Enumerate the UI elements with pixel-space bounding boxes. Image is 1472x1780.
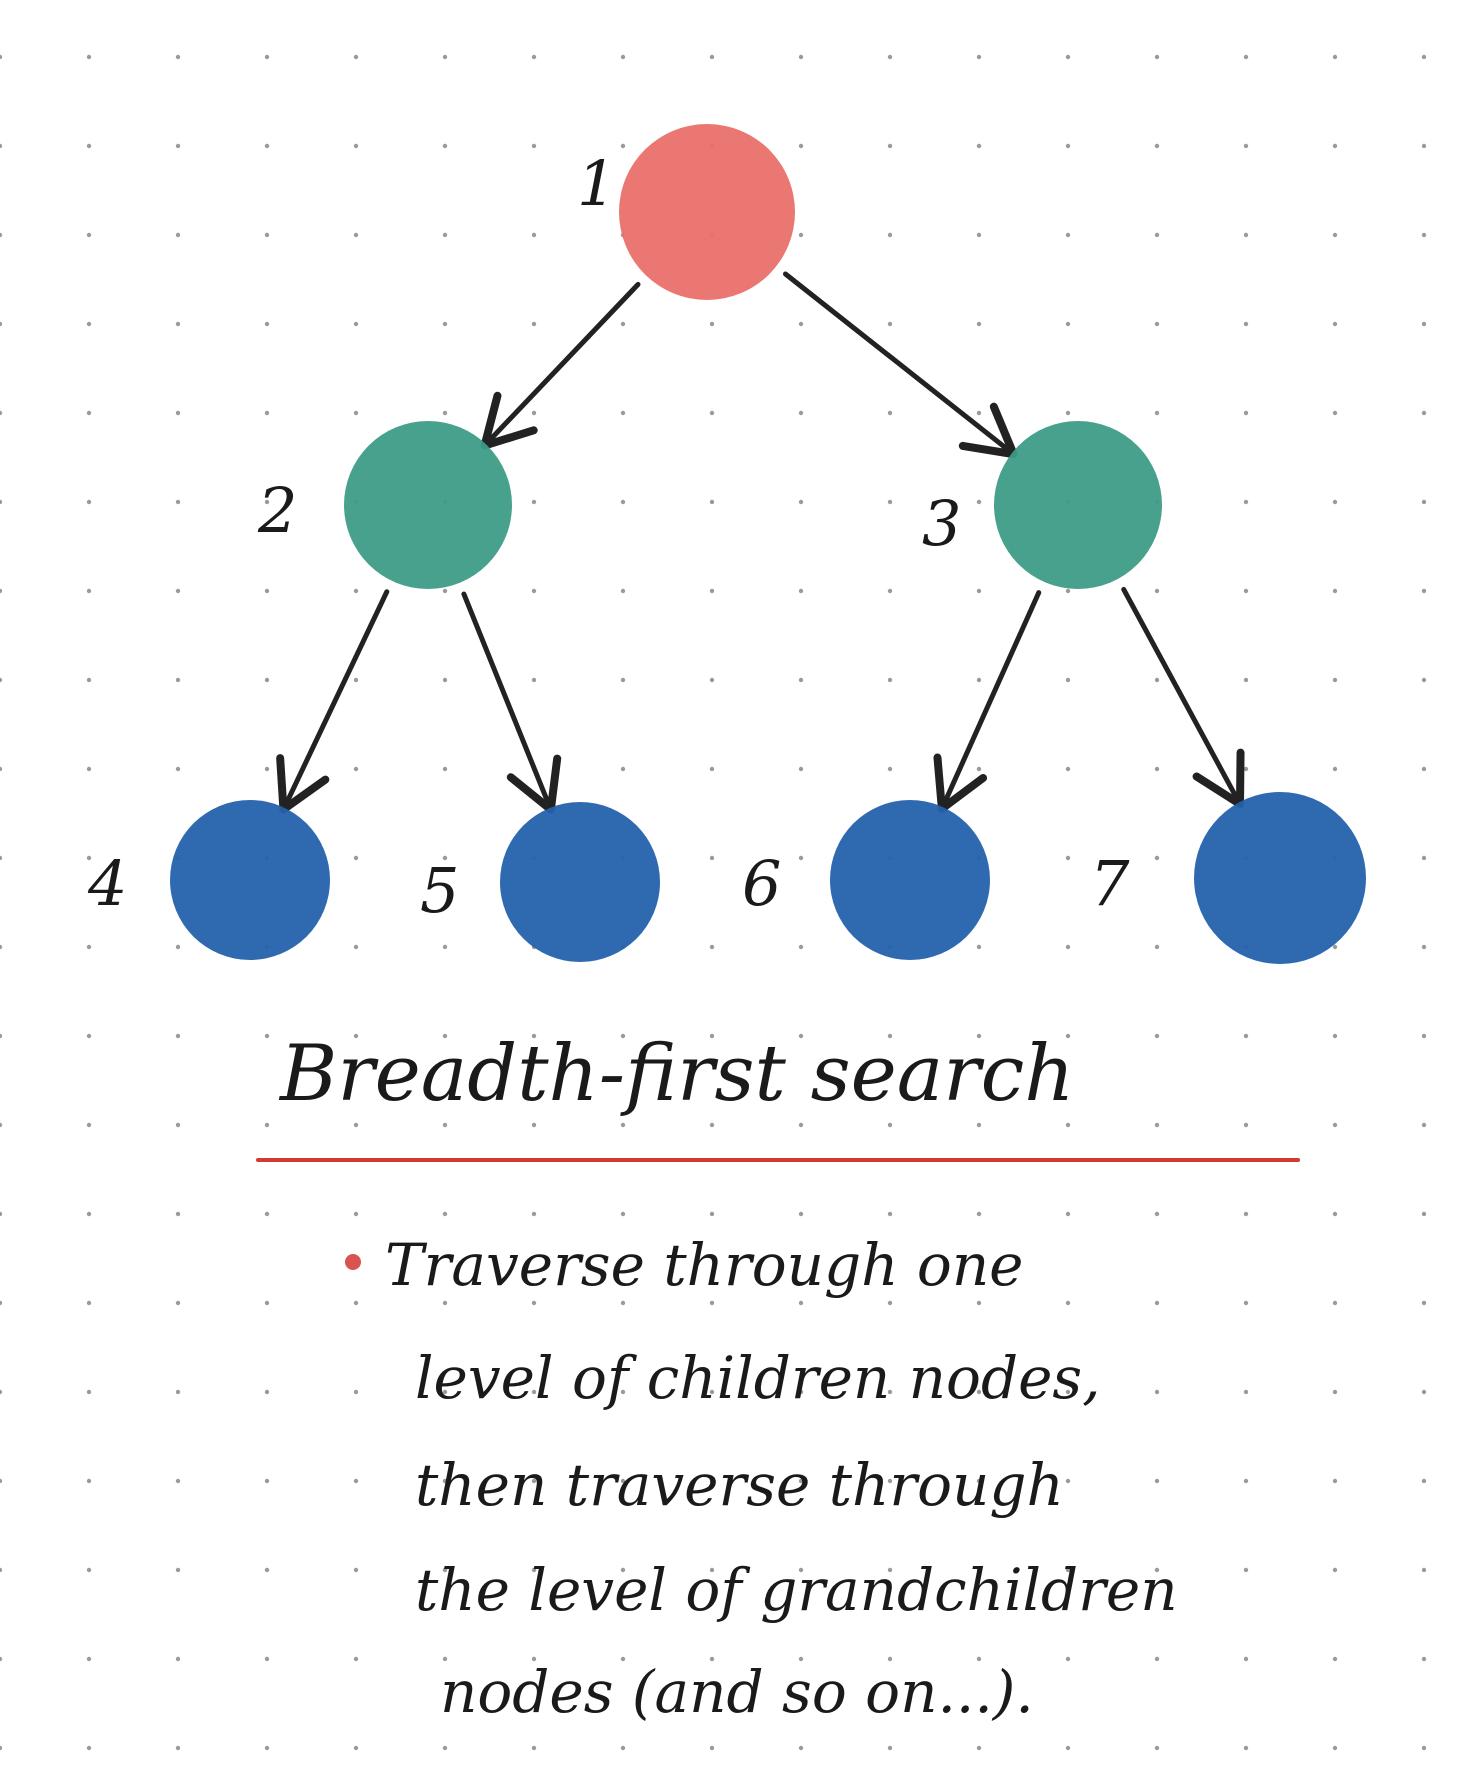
edges-layer [276, 271, 1245, 814]
node-5 [500, 802, 660, 962]
note-line-4: the level of grandchildren [415, 1556, 1178, 1624]
node-label-1: 1 [577, 147, 616, 220]
edge-1-2-arrow [480, 281, 641, 450]
edge-3-6-arrow [933, 590, 1042, 813]
node-label-3: 3 [922, 487, 961, 560]
node-2 [344, 421, 512, 589]
edge-2-4-arrow [276, 589, 390, 814]
note-line-3: then traverse through [415, 1451, 1064, 1519]
note-bullet [345, 1254, 361, 1270]
edge-2-5-arrow [461, 591, 562, 814]
note-line-2: level of children nodes, [415, 1344, 1101, 1412]
diagram-title: Breadth-first search [278, 1029, 1075, 1119]
node-label-7: 7 [1090, 847, 1130, 920]
node-labels-layer: 1 2 3 4 5 6 7 [87, 147, 1130, 927]
node-label-5: 5 [420, 854, 459, 927]
node-6 [830, 800, 990, 960]
node-label-6: 6 [742, 847, 781, 920]
node-label-4: 4 [87, 847, 127, 920]
node-label-2: 2 [257, 474, 297, 547]
node-3 [994, 421, 1162, 589]
nodes-layer [170, 124, 1366, 964]
edge-1-3-arrow [782, 271, 1018, 459]
node-7 [1194, 792, 1366, 964]
edge-3-7-arrow [1121, 586, 1245, 809]
node-4 [170, 800, 330, 960]
note-line-5: nodes (and so on...). [440, 1658, 1034, 1726]
note-line-1: Traverse through one [385, 1231, 1024, 1299]
node-1 [619, 124, 795, 300]
